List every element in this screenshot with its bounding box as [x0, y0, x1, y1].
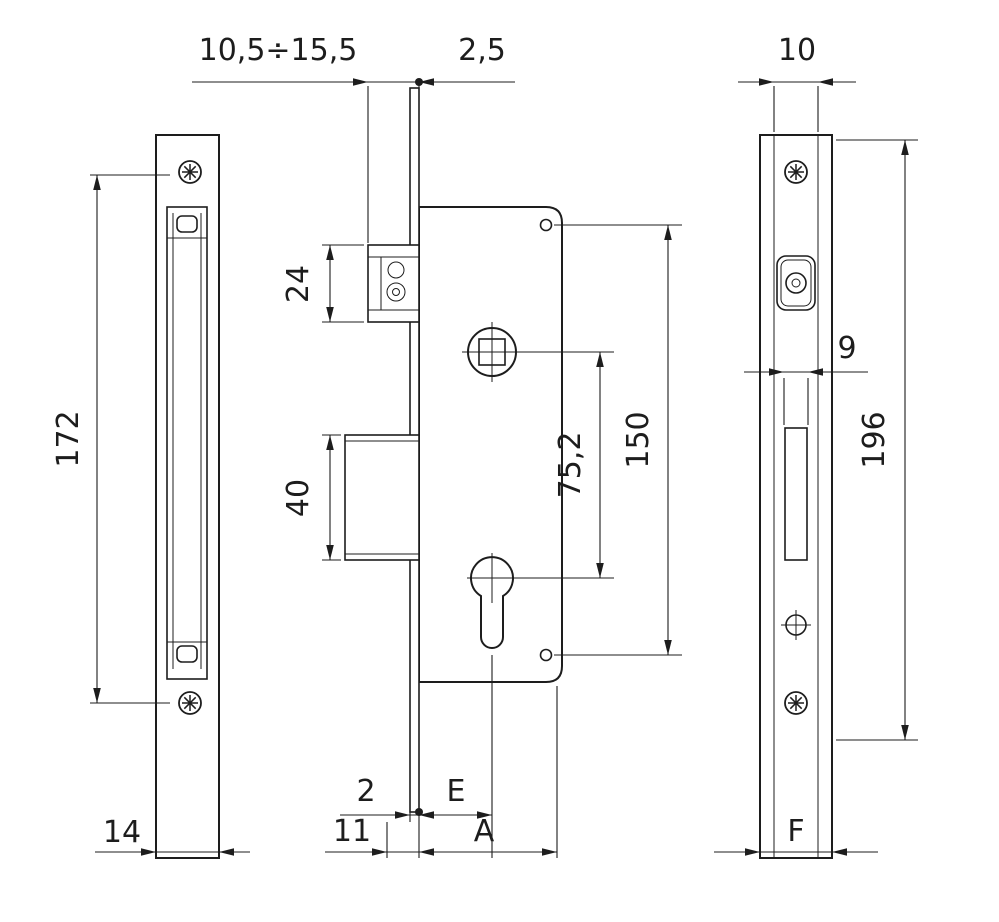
- dim-label: 10: [778, 33, 816, 68]
- dim-label: 150: [621, 411, 656, 468]
- screw-head-bottom: [784, 691, 808, 715]
- dim-label: 2: [356, 774, 375, 809]
- crosshair-hole: [781, 610, 811, 640]
- dim-label: 11: [333, 814, 371, 849]
- dim-172: 172: [51, 174, 170, 704]
- dim-label: 9: [837, 331, 856, 366]
- dim-label: F: [787, 814, 804, 849]
- dim-A: A: [474, 814, 557, 856]
- lock-case: [418, 206, 563, 683]
- dim-40: 40: [281, 434, 341, 561]
- dim-9: 9: [744, 331, 868, 425]
- cylinder-hole: [467, 553, 517, 649]
- deadbolt-block: [344, 434, 420, 561]
- spindle-hole: [462, 322, 522, 382]
- screw-head-top: [178, 160, 202, 184]
- dim-14: 14: [95, 815, 250, 856]
- dim-label: 14: [103, 815, 141, 850]
- dim-label: 24: [281, 265, 316, 303]
- screw-head-top: [784, 160, 808, 184]
- dim-bottom-row: 2 E 11 A: [325, 655, 558, 858]
- dim-label: 196: [857, 411, 892, 468]
- dim-F: F: [714, 814, 878, 856]
- dim-150: 150: [554, 224, 682, 656]
- dim-label: 2,5: [458, 33, 506, 68]
- middle-view: 10,5÷15,5 2,5 24 40 150: [192, 33, 682, 858]
- case-fixing-hole-top: [539, 218, 553, 232]
- dim-2-5: 2,5: [458, 33, 506, 68]
- dim-projection-range: 10,5÷15,5: [192, 33, 515, 243]
- dim-10: 10: [738, 33, 856, 132]
- dim-label: E: [447, 774, 466, 809]
- latch-unit: [367, 244, 420, 323]
- left-view: 172 14: [51, 134, 250, 859]
- bolt-slot: [784, 427, 808, 561]
- dim-24: 24: [281, 244, 364, 323]
- dim-75-2: 75,2: [517, 351, 614, 579]
- case-fixing-hole-bottom: [539, 648, 553, 662]
- dim-2: 2: [340, 774, 492, 819]
- dim-label: 10,5÷15,5: [199, 33, 358, 68]
- left-faceplate: [155, 134, 220, 859]
- latch-front: [776, 255, 816, 311]
- reference-dot-top: [415, 78, 423, 86]
- dim-label: 40: [281, 479, 316, 517]
- dim-label: 172: [51, 410, 86, 467]
- right-view: 10 9 196 F: [714, 33, 918, 859]
- latch-head-bottom: [176, 645, 198, 663]
- dim-196: 196: [836, 139, 918, 741]
- latch-head-top: [176, 215, 198, 233]
- dim-E: E: [447, 774, 492, 819]
- screw-head-bottom: [178, 691, 202, 715]
- left-latch-channel: [166, 206, 208, 680]
- dim-11: 11: [325, 814, 557, 856]
- dim-label: A: [474, 814, 495, 849]
- dim-label: 75,2: [553, 432, 588, 499]
